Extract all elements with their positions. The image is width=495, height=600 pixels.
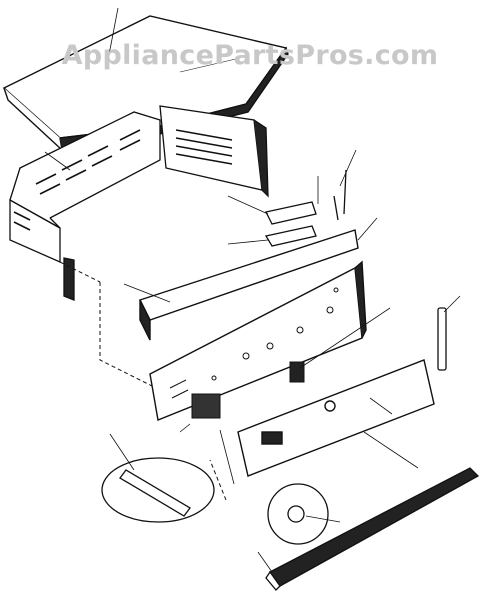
leader-lines (44, 7, 461, 573)
detail-circle-left (101, 457, 215, 523)
bracket-rails (264, 169, 347, 247)
watermark-text: AppliancePartsPros.com (61, 40, 439, 71)
side-trim-strip (437, 307, 447, 371)
front-display-panel (237, 359, 435, 477)
housing-shell (9, 105, 269, 301)
lower-rail (265, 467, 480, 591)
detail-circle-right (267, 483, 329, 545)
assembly-guide-lines (59, 261, 227, 501)
control-panel-frame (139, 229, 367, 421)
control-board-details (169, 287, 339, 419)
